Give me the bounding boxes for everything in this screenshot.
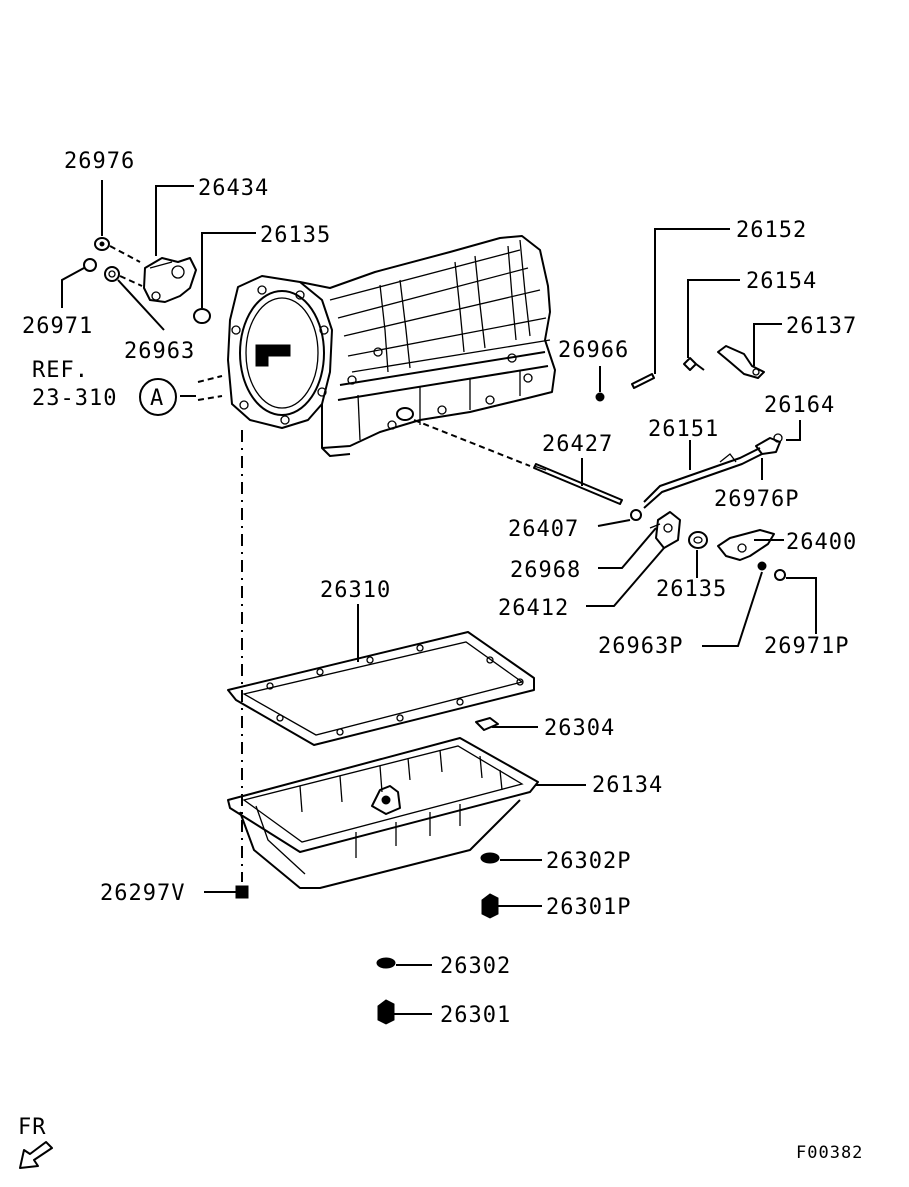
leader-lines xyxy=(61,180,817,1015)
part-label-26297V: 26297V xyxy=(100,881,185,906)
ref-circle xyxy=(139,378,177,416)
washer-26963-illustration xyxy=(104,266,120,282)
nut-26971-illustration xyxy=(83,258,97,272)
part-label-26301P: 26301P xyxy=(546,895,631,920)
rod-26151-illustration xyxy=(643,447,763,509)
nut-26971P-illustration xyxy=(774,569,786,581)
part-label-26427: 26427 xyxy=(542,432,613,457)
part-label-26135-mid: 26135 xyxy=(656,577,727,602)
part-label-26152: 26152 xyxy=(736,218,807,243)
lever-26412-illustration xyxy=(649,511,681,549)
ref-circle-letter: A xyxy=(150,386,164,411)
washer-26963P-illustration xyxy=(757,561,767,571)
part-label-26971: 26971 xyxy=(22,314,93,339)
part-label-26151: 26151 xyxy=(648,417,719,442)
part-label-26301: 26301 xyxy=(440,1003,511,1028)
part-label-26971P: 26971P xyxy=(764,634,849,659)
washer-26976-illustration xyxy=(94,237,110,251)
part-label-26137: 26137 xyxy=(786,314,857,339)
part-label-26966: 26966 xyxy=(558,338,629,363)
seal-26135-top-illustration xyxy=(193,308,211,324)
plug-26301-illustration xyxy=(377,999,395,1025)
front-arrow-icon xyxy=(19,1141,53,1169)
inhibitor-switch-illustration xyxy=(143,257,197,303)
diagram-code: F00382 xyxy=(796,1143,863,1163)
part-label-26164: 26164 xyxy=(764,393,835,418)
part-label-26976P: 26976P xyxy=(714,487,799,512)
oil-pan-gasket-illustration xyxy=(227,631,535,746)
lever-26400-illustration xyxy=(717,529,775,561)
ref-label: REF. xyxy=(32,358,89,383)
bolt-26966-illustration xyxy=(595,392,605,402)
part-label-26407: 26407 xyxy=(508,517,579,542)
drain-plug-26297V-illustration xyxy=(235,885,249,899)
part-label-26135-top: 26135 xyxy=(260,223,331,248)
transmission-case-illustration xyxy=(227,235,556,457)
assembly-line-26976 xyxy=(109,245,141,263)
part-label-26412: 26412 xyxy=(498,596,569,621)
gasket-26302-illustration xyxy=(376,957,396,969)
part-label-26976: 26976 xyxy=(64,149,135,174)
shaft-dash-line xyxy=(413,419,531,467)
seal-26135-mid-illustration xyxy=(688,531,708,549)
gasket-26302P-illustration xyxy=(480,852,500,864)
assembly-line-26963 xyxy=(119,275,143,287)
part-label-26302: 26302 xyxy=(440,954,511,979)
part-label-26434: 26434 xyxy=(198,176,269,201)
part-label-26963P: 26963P xyxy=(598,634,683,659)
shaft-26427-illustration xyxy=(533,463,623,505)
pin-26152-illustration xyxy=(631,373,655,389)
ref-number: 23-310 xyxy=(32,386,117,411)
clip-26164-illustration xyxy=(755,433,783,455)
part-label-26304: 26304 xyxy=(544,716,615,741)
part-label-26310: 26310 xyxy=(320,578,391,603)
part-label-26963: 26963 xyxy=(124,339,195,364)
bracket-26137-illustration xyxy=(717,345,765,379)
part-label-26302P: 26302P xyxy=(546,849,631,874)
magnet-26304-illustration xyxy=(475,717,499,731)
part-label-26968: 26968 xyxy=(510,558,581,583)
part-label-26154: 26154 xyxy=(746,269,817,294)
part-label-26400: 26400 xyxy=(786,530,857,555)
spring-26154-illustration xyxy=(683,357,705,371)
plug-26301P-illustration xyxy=(481,893,499,919)
front-label: FR xyxy=(18,1115,47,1140)
oil-pan-illustration xyxy=(227,737,539,889)
part-label-26134: 26134 xyxy=(592,773,663,798)
nut-26407-illustration xyxy=(630,509,642,521)
